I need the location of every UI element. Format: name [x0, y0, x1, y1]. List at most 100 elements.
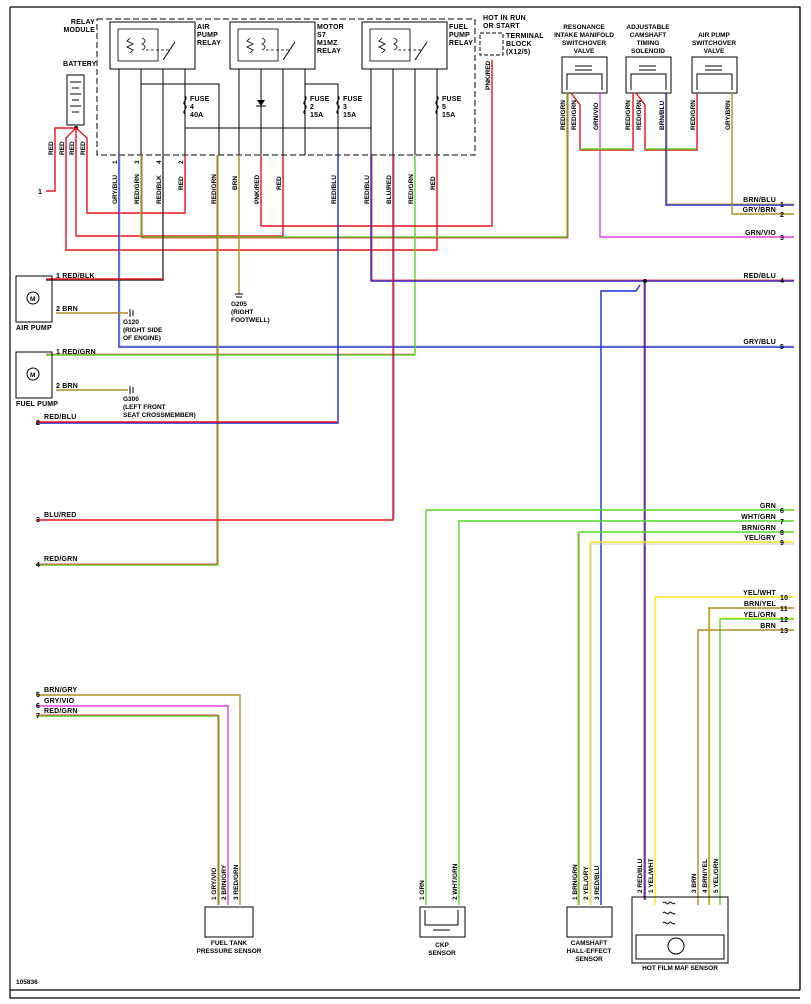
- fuse-5: FUSE 5 15A: [435, 95, 462, 119]
- svg-text:SENSOR: SENSOR: [575, 956, 603, 963]
- svg-text:15A: 15A: [442, 112, 455, 119]
- resonance-valve: RESONANCE INTAKE MANIFOLD SWITCHOVER VAL…: [554, 24, 614, 94]
- svg-text:RELAY: RELAY: [197, 40, 221, 47]
- svg-text:GRN/VIO: GRN/VIO: [593, 103, 600, 130]
- svg-text:BRN: BRN: [760, 623, 776, 630]
- svg-text:8: 8: [780, 530, 784, 537]
- motor-relay: MOTOR S7 M1MZ RELAY: [229, 21, 344, 70]
- svg-text:2: 2: [310, 104, 314, 111]
- svg-text:VALVE: VALVE: [574, 48, 595, 55]
- svg-text:M1MZ: M1MZ: [317, 40, 338, 47]
- fuel-tank-pressure-sensor: FUEL TANK PRESSURE SENSOR 1 GRY/VIO 2 BR…: [196, 864, 261, 955]
- svg-text:S7: S7: [317, 32, 326, 39]
- wires: [36, 60, 794, 905]
- svg-text:OF ENGINE): OF ENGINE): [123, 335, 161, 342]
- fuel-pump-icon: M FUEL PUMP 1 RED/GRN 2 BRN: [15, 349, 96, 408]
- fuse-4: FUSE 4 40A: [183, 95, 209, 119]
- svg-text:TIMING: TIMING: [637, 40, 660, 47]
- svg-text:2: 2: [780, 212, 784, 219]
- relay-module-box: [96, 18, 476, 156]
- svg-text:GRY/BRN: GRY/BRN: [725, 100, 732, 130]
- svg-text:6: 6: [36, 703, 40, 710]
- svg-text:3 RED/GRN: 3 RED/GRN: [233, 864, 240, 900]
- svg-text:11: 11: [780, 606, 788, 613]
- svg-text:3 RED/BLU: 3 RED/BLU: [594, 865, 601, 900]
- ground-g205: G205 (RIGHT FOOTWELL): [231, 293, 270, 324]
- left-connectors: 1 2 RED/BLU 3 BLU/RED 4 RED/GRN 5 BRN/GR…: [36, 189, 78, 720]
- svg-text:YEL/GRN: YEL/GRN: [743, 612, 776, 619]
- relay-internal-wires: [118, 69, 438, 155]
- svg-text:M: M: [30, 296, 35, 303]
- svg-text:GRY/BLU: GRY/BLU: [112, 175, 119, 204]
- svg-text:RELAY: RELAY: [449, 40, 473, 47]
- svg-text:G120: G120: [123, 319, 139, 326]
- svg-text:PNK/RED: PNK/RED: [485, 60, 492, 90]
- svg-text:1 RED/GRN: 1 RED/GRN: [56, 349, 96, 356]
- ckp-sensor: CKP SENSOR 1 GRN 2 WHT/GRN: [419, 863, 466, 957]
- svg-text:BLOCK: BLOCK: [506, 41, 532, 48]
- svg-text:RED/GRN: RED/GRN: [625, 100, 632, 130]
- svg-text:4: 4: [190, 104, 194, 111]
- svg-text:RED/BLU: RED/BLU: [331, 175, 338, 204]
- svg-text:FOOTWELL): FOOTWELL): [231, 317, 270, 324]
- hot-film-maf-sensor: HOT FILM MAF SENSOR 2 RED/BLU 1 YEL/WHT …: [631, 858, 729, 972]
- svg-text:4 BRN/YEL: 4 BRN/YEL: [702, 859, 709, 893]
- svg-text:9: 9: [780, 540, 784, 547]
- svg-text:4: 4: [36, 562, 40, 569]
- fuse-2: FUSE 2 15A: [303, 95, 329, 119]
- svg-text:3: 3: [343, 104, 347, 111]
- svg-text:3 BRN: 3 BRN: [691, 873, 698, 893]
- svg-text:2 BRN/GRY: 2 BRN/GRY: [221, 864, 228, 900]
- svg-text:RED: RED: [276, 176, 283, 190]
- svg-text:AIR PUMP: AIR PUMP: [16, 325, 52, 332]
- svg-text:OR START: OR START: [483, 23, 520, 30]
- svg-text:RED/GRN: RED/GRN: [408, 174, 415, 204]
- svg-text:PUMP: PUMP: [449, 32, 470, 39]
- svg-text:G300: G300: [123, 396, 139, 403]
- svg-text:RED: RED: [178, 176, 185, 190]
- svg-text:SWITCHOVER: SWITCHOVER: [562, 40, 606, 47]
- svg-text:HOT FILM MAF SENSOR: HOT FILM MAF SENSOR: [642, 965, 718, 972]
- svg-text:RED: RED: [69, 141, 76, 155]
- svg-text:1: 1: [38, 189, 42, 196]
- svg-text:GRN/VIO: GRN/VIO: [745, 230, 776, 237]
- svg-text:YEL/WHT: YEL/WHT: [743, 590, 776, 597]
- svg-text:PNK/RED: PNK/RED: [254, 174, 261, 204]
- svg-text:5: 5: [442, 104, 446, 111]
- svg-text:(RIGHT SIDE: (RIGHT SIDE: [123, 327, 163, 334]
- diagram-id: 105836: [16, 979, 38, 986]
- svg-text:2 YEL/GRY: 2 YEL/GRY: [583, 866, 590, 900]
- svg-text:15A: 15A: [343, 112, 356, 119]
- svg-text:RED/BLU: RED/BLU: [364, 175, 371, 204]
- svg-text:5: 5: [36, 692, 40, 699]
- ground-g300: G300 (LEFT FRONT SEAT CROSSMEMBER): [123, 386, 196, 419]
- svg-text:3: 3: [134, 160, 141, 164]
- svg-text:SEAT CROSSMEMBER): SEAT CROSSMEMBER): [123, 412, 196, 419]
- svg-text:4: 4: [780, 278, 784, 285]
- svg-text:2: 2: [36, 420, 40, 427]
- svg-text:AIR: AIR: [197, 24, 210, 31]
- svg-text:RED/BLU: RED/BLU: [743, 273, 776, 280]
- air-pump-icon: M AIR PUMP 1 RED/BLK 2 BRN: [15, 273, 95, 332]
- relay-module-label-2: MODULE: [63, 27, 95, 34]
- svg-text:BRN/GRY: BRN/GRY: [44, 687, 78, 694]
- svg-text:RED/BLK: RED/BLK: [156, 175, 163, 204]
- svg-text:1 GRY/VIO: 1 GRY/VIO: [211, 868, 218, 900]
- svg-text:CAMSHAFT: CAMSHAFT: [630, 32, 666, 39]
- svg-text:7: 7: [36, 713, 40, 720]
- svg-text:5: 5: [780, 344, 784, 351]
- svg-text:1 YEL/WHT: 1 YEL/WHT: [648, 858, 655, 893]
- relay-module-label-1: RELAY: [71, 19, 95, 26]
- svg-text:FUSE: FUSE: [442, 96, 462, 103]
- battery-icon: [66, 74, 85, 130]
- svg-text:BRN/YEL: BRN/YEL: [744, 601, 777, 608]
- svg-text:RELAY: RELAY: [317, 48, 341, 55]
- svg-text:YEL/GRY: YEL/GRY: [744, 535, 776, 542]
- svg-text:2 BRN: 2 BRN: [56, 383, 78, 390]
- svg-text:RED/GRN: RED/GRN: [134, 174, 141, 204]
- svg-text:PRESSURE SENSOR: PRESSURE SENSOR: [196, 948, 261, 955]
- svg-text:FUEL PUMP: FUEL PUMP: [16, 401, 58, 408]
- svg-text:FUEL: FUEL: [449, 24, 469, 31]
- hot-in-run-label: HOT IN RUN: [483, 15, 526, 22]
- svg-text:RED/GRN: RED/GRN: [211, 174, 218, 204]
